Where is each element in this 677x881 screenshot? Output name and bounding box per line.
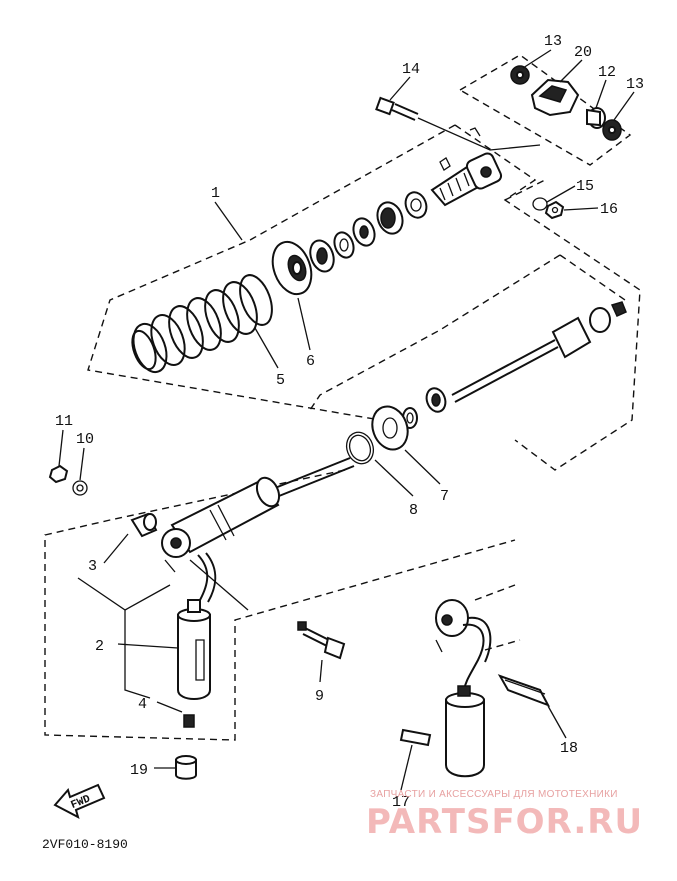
part-label-11: 11 xyxy=(55,413,73,430)
lower-nut-washer xyxy=(48,464,88,496)
reservoir-tank xyxy=(177,599,211,728)
part-label-18: 18 xyxy=(560,740,578,757)
coil-spring xyxy=(131,274,273,374)
part-label-5: 5 xyxy=(276,372,285,389)
part-label-15: 15 xyxy=(576,178,594,195)
leader-lines xyxy=(58,49,635,791)
drawing-code: 2VF010-8190 xyxy=(42,837,128,852)
watermark: ЗАПЧАСТИ И АКСЕССУАРЫ ДЛЯ МОТОТЕХНИКИ PA… xyxy=(366,789,643,842)
lower-bolt xyxy=(297,621,346,660)
part-label-14: 14 xyxy=(402,61,420,78)
part-label-10: 10 xyxy=(76,431,94,448)
part-label-7: 7 xyxy=(440,488,449,505)
part-label-9: 9 xyxy=(315,688,324,705)
upper-mount-eye xyxy=(430,127,503,207)
alternate-reservoir xyxy=(399,599,551,778)
watermark-tagline: ЗАПЧАСТИ И АКСЕССУАРЫ ДЛЯ МОТОТЕХНИКИ xyxy=(370,789,618,800)
part-label-17: 17 xyxy=(392,794,410,811)
shock-rod-assembly xyxy=(130,301,627,603)
part-number-labels: 1 2 3 4 5 6 7 8 9 10 11 12 13 13 14 15 1… xyxy=(55,33,644,811)
assembly-outlines xyxy=(44,54,641,741)
part-label-3: 3 xyxy=(88,558,97,575)
part-label-8: 8 xyxy=(409,502,418,519)
part-label-20: 20 xyxy=(574,44,592,61)
part-label-2: 2 xyxy=(95,638,104,655)
upper-bolt xyxy=(375,96,541,151)
part-label-12: 12 xyxy=(598,64,616,81)
part-label-1: 1 xyxy=(211,185,220,202)
part-label-13-second: 13 xyxy=(626,76,644,93)
reservoir-cap xyxy=(175,755,197,780)
part-label-4: 4 xyxy=(138,696,147,713)
part-label-13: 13 xyxy=(544,33,562,50)
part-label-6: 6 xyxy=(306,353,315,370)
link-bracket xyxy=(510,65,622,141)
forward-arrow-icon: FWD xyxy=(53,783,106,819)
part-label-19: 19 xyxy=(130,762,148,779)
adjuster-ring-stack xyxy=(309,191,428,273)
watermark-brand: PARTSFOR.RU xyxy=(366,802,643,842)
spring-seat xyxy=(271,240,313,296)
washer-and-nut xyxy=(532,197,565,220)
part-label-16: 16 xyxy=(600,201,618,218)
